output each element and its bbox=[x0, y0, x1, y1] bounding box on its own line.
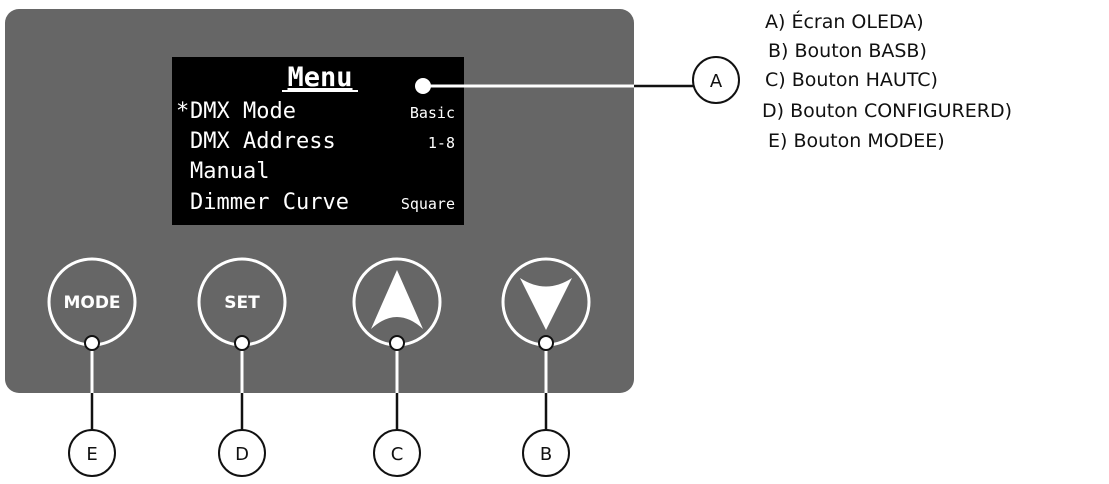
legend: A) Écran OLEDA) B) Bouton BASB) C) Bouto… bbox=[762, 10, 1012, 152]
menu-row-marker: * bbox=[176, 99, 189, 124]
callout-a-circle bbox=[692, 56, 740, 104]
callout-b: B bbox=[522, 429, 570, 477]
callout-e-circle bbox=[68, 429, 116, 477]
menu-row-value: Basic bbox=[410, 104, 455, 122]
legend-item: E) Bouton MODEE) bbox=[768, 130, 945, 152]
down-arrow-icon bbox=[520, 278, 572, 330]
menu-row-label: DMX Address bbox=[190, 129, 336, 154]
legend-item: B) Bouton BASB) bbox=[768, 40, 927, 62]
menu-title: Menu bbox=[287, 62, 352, 93]
callout-d-circle bbox=[218, 429, 266, 477]
leader-dot-e bbox=[84, 335, 100, 351]
oled-screen: Menu * DMX Mode Basic DMX Address 1-8 Ma… bbox=[172, 57, 464, 225]
callout-c-circle bbox=[373, 429, 421, 477]
leader-dot-b bbox=[538, 335, 554, 351]
legend-item: C) Bouton HAUTC) bbox=[765, 69, 938, 91]
down-button[interactable] bbox=[501, 257, 591, 347]
set-button[interactable]: SET bbox=[197, 257, 287, 347]
leader-dot-d bbox=[234, 335, 250, 351]
set-button-label: SET bbox=[224, 293, 260, 313]
up-arrow-icon bbox=[371, 270, 423, 329]
mode-button[interactable]: MODE bbox=[47, 257, 137, 347]
callout-b-circle bbox=[522, 429, 570, 477]
menu-row-label: Manual bbox=[190, 159, 269, 184]
menu-row-label: DMX Mode bbox=[190, 99, 296, 124]
callout-d: D bbox=[218, 429, 266, 477]
menu-row-label: Dimmer Curve bbox=[190, 190, 349, 215]
callout-a-label: A bbox=[710, 71, 723, 92]
mode-button-label: MODE bbox=[63, 293, 120, 313]
callout-b-label: B bbox=[540, 444, 552, 465]
legend-item: A) Écran OLEDA) bbox=[765, 10, 924, 33]
menu-row-value: 1-8 bbox=[428, 134, 455, 152]
menu-row-value: Square bbox=[401, 195, 455, 213]
callout-e-label: E bbox=[86, 444, 97, 465]
up-button[interactable] bbox=[352, 257, 442, 347]
legend-item: D) Bouton CONFIGURERD) bbox=[762, 100, 1012, 122]
callout-c: C bbox=[373, 429, 421, 477]
callout-d-label: D bbox=[235, 444, 249, 465]
leader-dot-c bbox=[389, 335, 405, 351]
callout-a: A bbox=[692, 56, 740, 104]
callout-e: E bbox=[68, 429, 116, 477]
callout-c-label: C bbox=[391, 444, 404, 465]
